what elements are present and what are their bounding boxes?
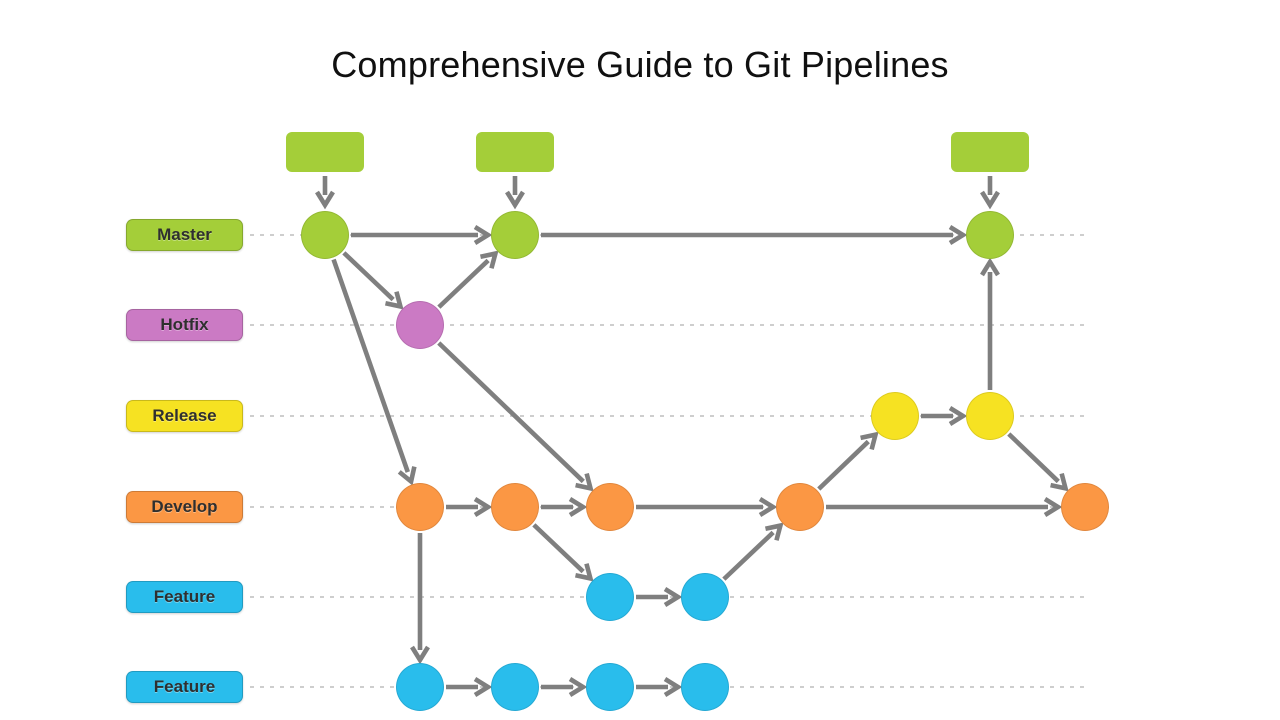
release-tag-tag3[interactable] [951, 132, 1029, 172]
edge-e-d3-d4-head [758, 497, 778, 517]
lane-label-text: Develop [151, 497, 218, 516]
lane-label-text: Hotfix [160, 315, 209, 334]
edge-e-m1-h1-shaft [342, 251, 395, 302]
release-tag-tag2[interactable] [476, 132, 554, 172]
edge-e-d4-d5-head [1043, 497, 1063, 517]
commit-node-d4[interactable] [776, 483, 824, 531]
commit-node-m2[interactable] [491, 211, 539, 259]
commit-node-f2d[interactable] [681, 663, 729, 711]
release-tag-tag1[interactable] [286, 132, 364, 172]
edge-e-d2-d3-head [568, 497, 588, 517]
edge-e-d1-f2a-head [410, 645, 430, 665]
commit-node-r2[interactable] [966, 392, 1014, 440]
lane-label-develop[interactable]: Develop [126, 491, 243, 523]
commit-node-h1[interactable] [396, 301, 444, 349]
lane-label-feature2[interactable]: Feature [126, 671, 243, 703]
lane-label-text: Master [157, 225, 212, 244]
edge-e-h1-m2-shaft [437, 258, 490, 309]
edge-e-h1-d3-head [575, 472, 594, 492]
tag-arrow-ta2-head [505, 190, 525, 210]
commit-node-d3[interactable] [586, 483, 634, 531]
commit-node-r1[interactable] [871, 392, 919, 440]
edge-e-h1-d3-shaft [437, 341, 585, 484]
edge-e-f1b-d4-shaft [722, 530, 775, 581]
edge-e-h1-m2-head [479, 250, 499, 269]
edge-e-d4-r1-head [860, 431, 879, 451]
edge-e-f2b-f2c-head [568, 677, 588, 697]
edge-e-m1-m2-head [473, 225, 493, 245]
commit-node-m1[interactable] [301, 211, 349, 259]
edge-e-r2-d5-head [1050, 472, 1069, 492]
edge-e-d1-d2-head [473, 497, 493, 517]
tag-arrow-ta1-head [315, 190, 335, 210]
edge-e-m2-m3-head [948, 225, 968, 245]
edge-e-m1-d1-shaft [331, 258, 410, 473]
lane-label-text: Feature [153, 587, 216, 606]
commit-node-f1a[interactable] [586, 573, 634, 621]
edge-e-r1-r2-head [948, 406, 968, 426]
commit-node-d1[interactable] [396, 483, 444, 531]
lane-label-release[interactable]: Release [126, 400, 243, 432]
tag-arrows-group [315, 176, 1000, 210]
commit-node-d5[interactable] [1061, 483, 1109, 531]
edge-e-f1a-f1b-head [663, 587, 683, 607]
lane-label-text: Release [152, 406, 217, 425]
lane-lines-group [250, 234, 1087, 688]
page-title: Comprehensive Guide to Git Pipelines [331, 44, 949, 85]
edge-e-r2-m3-head [980, 257, 1000, 277]
lane-label-text: Feature [153, 677, 216, 696]
commit-node-m3[interactable] [966, 211, 1014, 259]
commit-node-d2[interactable] [491, 483, 539, 531]
edge-e-r2-d5-shaft [1007, 432, 1060, 484]
commit-node-f2b[interactable] [491, 663, 539, 711]
commit-node-f1b[interactable] [681, 573, 729, 621]
edge-e-f2c-f2d-head [663, 677, 683, 697]
commit-node-f2a[interactable] [396, 663, 444, 711]
edge-e-m1-h1-head [384, 291, 404, 310]
lane-label-hotfix[interactable]: Hotfix [126, 309, 243, 341]
lane-label-feature1[interactable]: Feature [126, 581, 243, 613]
commit-node-f2c[interactable] [586, 663, 634, 711]
edge-lines-group [331, 225, 1069, 697]
edge-e-d2-f1a-head [574, 563, 594, 582]
edge-e-m1-d1-head [397, 466, 417, 486]
edge-e-f1b-d4-head [764, 522, 784, 541]
edge-e-f2a-f2b-head [473, 677, 493, 697]
tag-arrow-ta3-head [980, 190, 1000, 210]
edge-e-d2-f1a-shaft [532, 523, 585, 574]
edge-e-d4-r1-shaft [817, 439, 870, 491]
lane-label-master[interactable]: Master [126, 219, 243, 251]
